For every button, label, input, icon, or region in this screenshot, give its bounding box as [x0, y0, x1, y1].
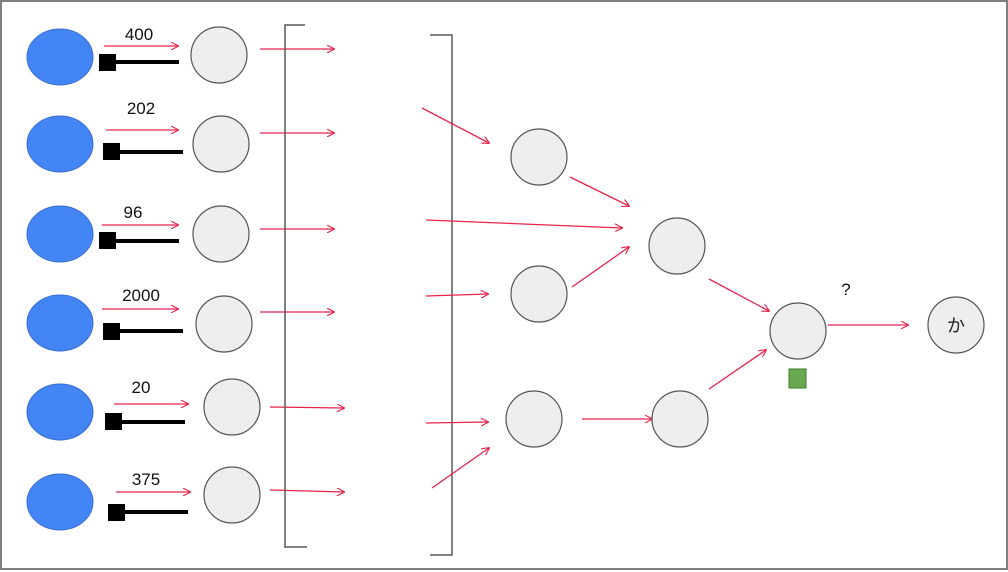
layer4-input-arrow [708, 350, 766, 390]
input-node [26, 28, 94, 86]
input-row-2: 202 [26, 99, 334, 173]
input-row-4: 2000 [26, 286, 334, 353]
bias-box [788, 368, 807, 389]
output-node [927, 296, 985, 354]
weight-label: 96 [124, 203, 143, 222]
layer2-input-arrow [425, 422, 488, 423]
first-layer-node [190, 26, 248, 84]
fourth-layer-node [769, 302, 827, 360]
input-node [26, 473, 94, 531]
weight-label: 2000 [122, 286, 160, 305]
input-node [26, 115, 94, 173]
third-layer-node-1 [648, 217, 706, 275]
layer3-input-arrow [569, 176, 629, 206]
layer4-input-arrow [708, 278, 769, 311]
output-arrow [269, 490, 344, 492]
input-row-3: 96 [26, 203, 334, 263]
weight-label: 20 [132, 378, 151, 397]
first-layer-node [192, 205, 250, 263]
first-layer-node [203, 378, 261, 436]
output-label: か [947, 316, 965, 337]
weight-square [103, 323, 120, 340]
layer2-input-arrow [425, 219, 622, 228]
weight-label: 375 [132, 470, 160, 489]
weight-square [103, 143, 120, 160]
unknown-label: ? [841, 280, 850, 299]
weight-label: 400 [125, 25, 153, 44]
weight-square [105, 413, 122, 430]
weight-label: 202 [127, 99, 155, 118]
input-row-1: 400 [26, 25, 334, 86]
output-arrow [269, 407, 344, 408]
input-row-6: 375 [26, 466, 344, 531]
weight-square [99, 232, 116, 249]
first-layer-node [195, 295, 253, 353]
layer2-input-arrow [431, 448, 489, 489]
second-layer-node-2 [510, 265, 568, 323]
input-node [26, 383, 94, 441]
weight-square [99, 54, 116, 71]
second-layer-node-3 [505, 390, 563, 448]
weight-square [108, 504, 125, 521]
input-node [26, 205, 94, 263]
third-layer-node-2 [651, 390, 709, 448]
layer2-input-arrow [425, 294, 488, 296]
layer2-input-arrow [421, 107, 489, 143]
layer3-input-arrow [571, 247, 629, 288]
input-row-5: 20 [26, 378, 344, 441]
first-layer-node [203, 466, 261, 524]
input-node [26, 294, 94, 352]
second-layer-node-1 [510, 128, 568, 186]
first-layer-node [192, 115, 250, 173]
left-bracket [284, 24, 307, 548]
